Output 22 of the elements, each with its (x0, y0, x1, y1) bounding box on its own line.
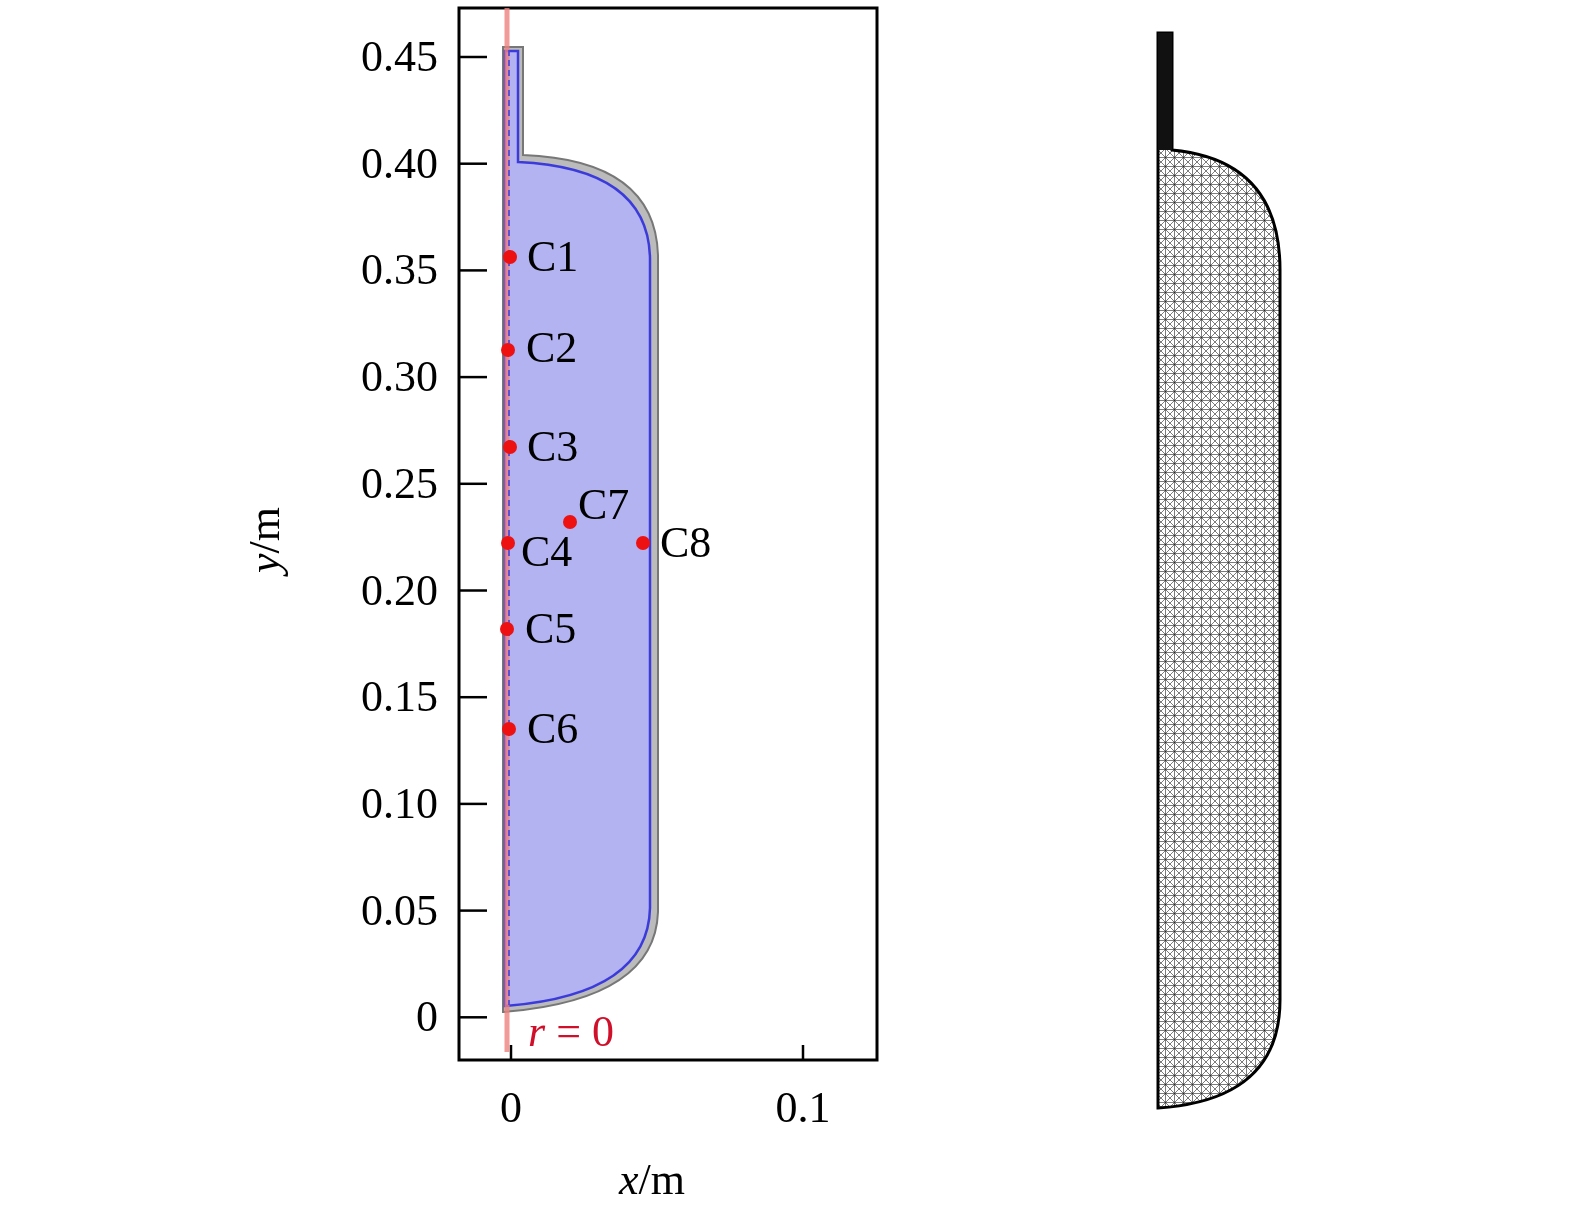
point-label: C1 (527, 235, 579, 279)
tick-label: 0.1 (775, 1086, 831, 1130)
tick-label: 0.15 (361, 675, 438, 720)
point-label: C5 (525, 607, 577, 651)
point-label: C8 (660, 521, 712, 565)
axis-annotation: r = 0 (528, 1010, 614, 1054)
point-label: C7 (578, 483, 630, 527)
tick-label: 0.35 (361, 248, 438, 293)
tick-label: 0 (500, 1086, 522, 1130)
tick-label: 0.05 (361, 888, 438, 933)
tick-label: 0.20 (361, 568, 438, 613)
point-label: C2 (526, 326, 578, 370)
point-label: C4 (521, 530, 573, 574)
tick-label: 0.45 (361, 35, 438, 79)
tick-label: 0.25 (361, 461, 438, 506)
point-label: C6 (527, 707, 579, 751)
point-label: C3 (527, 425, 579, 469)
axis-label: x/m (619, 1158, 685, 1202)
tick-label: 0.40 (361, 141, 438, 186)
tick-label: 0.30 (361, 355, 438, 400)
tick-label: 0.10 (361, 781, 438, 826)
tick-label: 0 (416, 995, 438, 1040)
